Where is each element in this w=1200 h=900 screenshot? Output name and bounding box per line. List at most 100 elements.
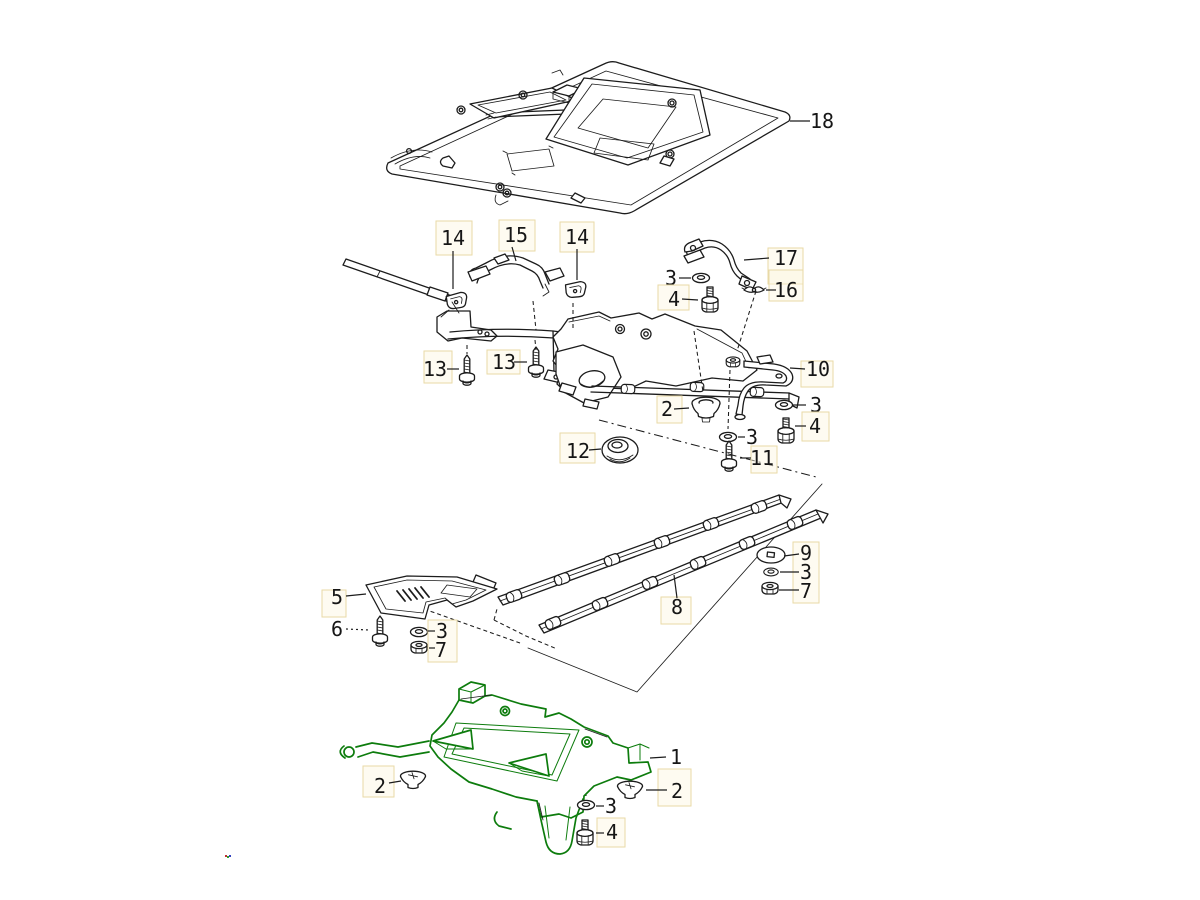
leader-line (743, 257, 770, 261)
pixel-artifact (225, 855, 231, 858)
part-hotspot[interactable] (427, 619, 458, 663)
part-hotspot[interactable] (768, 269, 804, 302)
callout-1[interactable]: 1 (649, 745, 682, 769)
callout-2[interactable]: 2 (646, 768, 692, 807)
part-hotspot[interactable] (423, 350, 453, 384)
bracket-10 (734, 354, 794, 421)
part-number-label[interactable]: 2 (661, 397, 673, 421)
callout-13[interactable]: 13 (423, 350, 459, 384)
callout-3[interactable]: 3 (738, 425, 758, 449)
callout-12[interactable]: 12 (559, 432, 602, 464)
part-number-label[interactable]: 13 (423, 357, 447, 381)
leader-line (345, 593, 367, 597)
panel-1-highlighted (339, 681, 652, 855)
callout-2[interactable]: 2 (362, 765, 402, 798)
part-hotspot[interactable] (321, 589, 347, 618)
callout-3[interactable]: 3 (780, 560, 812, 584)
bracket-17 (683, 238, 757, 291)
callout-11[interactable]: 11 (740, 445, 778, 474)
part-number-label[interactable]: 6 (331, 617, 343, 641)
callout-4[interactable]: 4 (596, 817, 626, 848)
callout-16[interactable]: 16 (766, 269, 804, 302)
center-shield (436, 310, 758, 410)
part-number-label[interactable]: 7 (435, 638, 447, 662)
washer-3-bottom (576, 799, 596, 811)
callout-10[interactable]: 10 (789, 357, 834, 388)
strip-bracket (342, 258, 453, 303)
part-number-label[interactable]: 15 (504, 223, 528, 247)
part-hotspot[interactable] (657, 284, 690, 311)
callout-13[interactable]: 13 (486, 349, 527, 375)
callout-7[interactable]: 7 (779, 579, 812, 603)
part-number-label[interactable]: 7 (800, 579, 812, 603)
part-number-label[interactable]: 2 (671, 779, 683, 803)
part-number-label[interactable]: 14 (441, 226, 465, 250)
part-hotspot[interactable] (559, 432, 596, 464)
callout-17[interactable]: 17 (743, 246, 804, 285)
callout-8[interactable]: 8 (660, 574, 692, 625)
part-number-label[interactable]: 11 (750, 446, 774, 470)
leader-line (783, 553, 800, 557)
part-number-label[interactable]: 16 (774, 278, 798, 302)
part-hotspot[interactable] (656, 395, 683, 424)
screw-6 (371, 615, 389, 647)
part-number-label[interactable]: 9 (800, 541, 812, 565)
callout-3[interactable]: 3 (793, 393, 822, 417)
callout-2[interactable]: 2 (656, 395, 690, 424)
part-number-label[interactable]: 10 (806, 357, 830, 381)
part-number-label[interactable]: 1 (670, 745, 682, 769)
bracket-15 (467, 253, 565, 297)
nut-on-shield (725, 356, 741, 368)
part-hotspot[interactable] (660, 596, 692, 625)
part-number-label[interactable]: 13 (492, 350, 516, 374)
part-number-label[interactable]: 5 (331, 585, 343, 609)
part-number-label[interactable]: 3 (605, 794, 617, 818)
leader-line (511, 246, 517, 262)
mount-2-mid (691, 396, 721, 423)
part-number-label[interactable]: 3 (436, 619, 448, 643)
part-number-label[interactable]: 17 (774, 246, 798, 270)
part-number-label[interactable]: 12 (566, 439, 590, 463)
washer-9 (756, 546, 786, 564)
part-number-label[interactable]: 4 (809, 414, 821, 438)
part-number-label[interactable]: 18 (810, 109, 834, 133)
clip-14-right (564, 280, 588, 299)
callout-14[interactable]: 14 (435, 220, 473, 289)
part-hotspot[interactable] (435, 220, 473, 256)
callout-6[interactable]: 6 (331, 617, 370, 641)
callout-3[interactable]: 3 (596, 794, 617, 818)
callout-15[interactable]: 15 (498, 219, 536, 262)
bolt-4-mid (777, 417, 795, 444)
bolt-4-top (701, 286, 719, 313)
leader-line (673, 407, 690, 410)
part-number-label[interactable]: 3 (746, 425, 758, 449)
callout-3[interactable]: 3 (665, 266, 691, 290)
part-hotspot[interactable] (559, 221, 595, 253)
part-number-label[interactable]: 3 (800, 560, 812, 584)
callout-5[interactable]: 5 (321, 585, 367, 618)
part-hotspot[interactable] (362, 765, 395, 798)
callout-14[interactable]: 14 (559, 221, 595, 280)
leader-line (388, 780, 402, 784)
leader-line (681, 298, 699, 301)
callout-4[interactable]: 4 (795, 411, 830, 442)
part-number-label[interactable]: 14 (565, 225, 589, 249)
callout-7[interactable]: 7 (429, 638, 447, 662)
part-hotspot[interactable] (657, 768, 692, 807)
callout-18[interactable]: 18 (790, 109, 834, 133)
nut-7-rail (761, 581, 779, 595)
part-number-label[interactable]: 3 (810, 393, 822, 417)
part-hotspot[interactable] (750, 445, 778, 474)
part-number-label[interactable]: 2 (374, 774, 386, 798)
leader-line (649, 756, 667, 759)
callout-4[interactable]: 4 (657, 284, 699, 311)
part-number-label[interactable]: 4 (606, 820, 618, 844)
part-hotspot[interactable] (498, 219, 536, 252)
part-number-label[interactable]: 8 (671, 595, 683, 619)
part-hotspot[interactable] (767, 247, 804, 285)
part-number-label[interactable]: 3 (665, 266, 677, 290)
part-hotspot[interactable] (800, 360, 834, 388)
part-number-label[interactable]: 4 (668, 287, 680, 311)
callout-3[interactable]: 3 (427, 619, 458, 663)
